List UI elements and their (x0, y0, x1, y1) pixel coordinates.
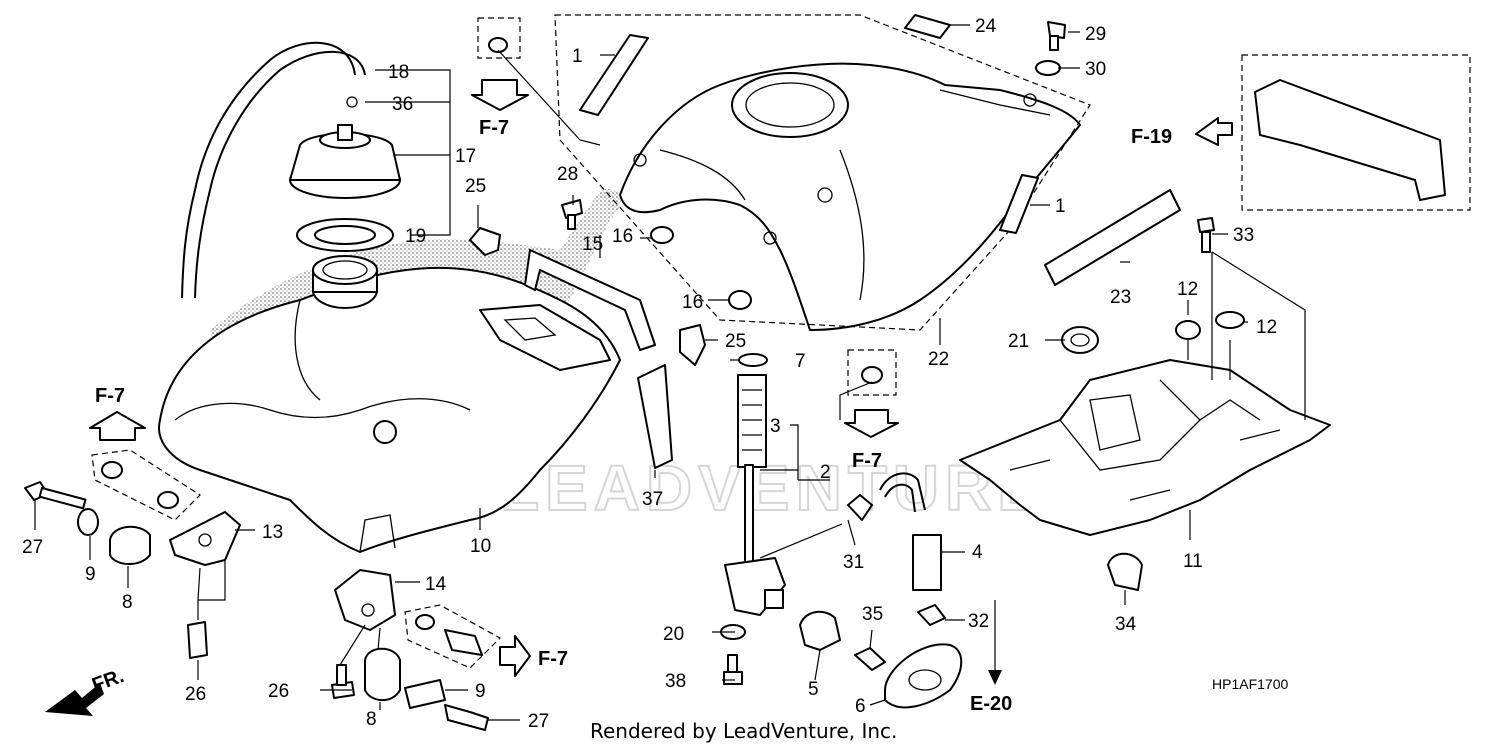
callout-9a: 9 (85, 564, 96, 585)
watermark-text: LEADVENTURE (500, 452, 1046, 524)
callout-1b: 1 (1055, 196, 1066, 217)
callout-21: 21 (1008, 331, 1029, 352)
callout-36: 36 (392, 94, 413, 115)
callout-26a: 26 (185, 684, 206, 705)
diagram-code: HP1AF1700 (1212, 676, 1288, 692)
callout-12a: 12 (1177, 279, 1198, 300)
ref-label-f7-mid: F-7 (852, 450, 882, 472)
ref-arrow-right-bottom (499, 635, 531, 677)
callout-15: 15 (582, 234, 603, 255)
callout-16b: 16 (682, 292, 703, 313)
callout-20: 20 (663, 624, 684, 645)
callout-8a: 8 (122, 592, 133, 613)
callout-11: 11 (1183, 551, 1203, 572)
part-callouts: 1 1 2 3 4 5 6 7 8 8 9 9 10 11 12 12 13 1… (22, 16, 1277, 732)
render-credit: Rendered by LeadVenture, Inc. (590, 719, 897, 743)
callout-13: 13 (262, 522, 283, 543)
callout-4: 4 (972, 542, 983, 563)
callout-33: 33 (1233, 225, 1254, 246)
fuel-tank (158, 189, 621, 553)
callout-10: 10 (470, 536, 491, 557)
ref-arrow-down-mid (844, 409, 899, 438)
ref-arrow-up-left (89, 411, 146, 441)
callout-32: 32 (968, 611, 989, 632)
callout-25b: 25 (725, 331, 746, 352)
ref-arrow-left-right (1195, 117, 1233, 146)
callout-23: 23 (1110, 287, 1131, 308)
ref-label-f7-bottom: F-7 (538, 648, 568, 670)
callout-31: 31 (843, 552, 864, 573)
callout-5: 5 (808, 679, 819, 700)
callout-19: 19 (405, 226, 426, 247)
ref-label-e20: E-20 (970, 693, 1012, 715)
callout-1a: 1 (572, 46, 583, 67)
callout-30: 30 (1085, 59, 1106, 80)
fuel-cap (289, 124, 401, 199)
ref-label-f7-left: F-7 (95, 385, 125, 407)
ref-label-f7-top: F-7 (479, 117, 509, 139)
callout-3: 3 (770, 416, 781, 437)
ref-label-f19: F-19 (1131, 126, 1172, 148)
ref-arrow-down-top (471, 79, 529, 111)
callout-7: 7 (795, 351, 806, 372)
callout-38: 38 (665, 671, 686, 692)
frame-bracket (959, 359, 1331, 536)
fuel-valve (724, 464, 786, 616)
callout-28: 28 (557, 164, 578, 185)
callout-37: 37 (642, 489, 663, 510)
callout-9b: 9 (475, 681, 486, 702)
callout-12b: 12 (1256, 317, 1277, 338)
callout-8b: 8 (366, 709, 377, 730)
callout-26b: 26 (268, 681, 289, 702)
front-direction-arrow (45, 683, 104, 716)
callout-22: 22 (928, 349, 949, 370)
callout-16a: 16 (612, 226, 633, 247)
callout-27b: 27 (528, 711, 549, 732)
callout-14: 14 (425, 574, 447, 595)
callout-6: 6 (855, 696, 866, 717)
callout-2: 2 (820, 462, 831, 483)
callout-24: 24 (975, 16, 997, 37)
callout-27a: 27 (22, 537, 43, 558)
front-direction-label: FR. (89, 665, 127, 697)
callout-35: 35 (862, 604, 883, 625)
callout-29: 29 (1085, 24, 1106, 45)
callout-18: 18 (388, 62, 409, 83)
reference-labels: F-7 F-7 F-7 F-7 F-19 E-20 (95, 117, 1172, 715)
callout-34: 34 (1115, 614, 1137, 635)
tank-shroud (619, 62, 1081, 331)
callout-17: 17 (455, 146, 476, 167)
callout-25a: 25 (465, 176, 486, 197)
